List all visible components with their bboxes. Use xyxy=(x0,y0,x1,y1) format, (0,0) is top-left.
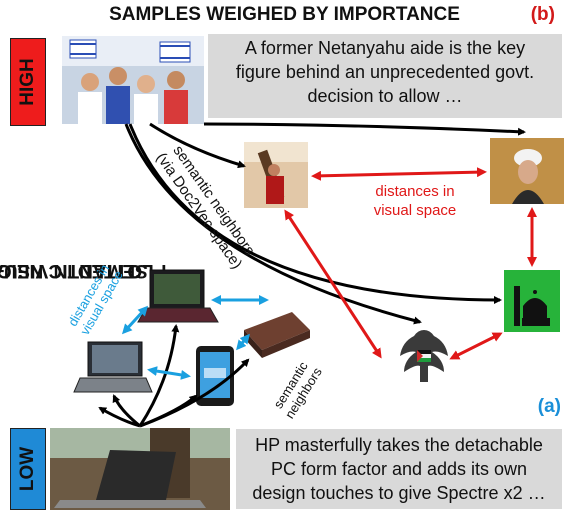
panel-label-a: (a) xyxy=(537,396,561,417)
red-arrow-emblem-mosque xyxy=(449,332,503,360)
mosque-silhouette-image xyxy=(504,270,560,332)
arrow-high-to-procession xyxy=(149,122,246,169)
red-arrow-procession-emblem xyxy=(284,209,382,359)
label-line: visual space xyxy=(373,202,457,219)
figure-title: SAMPLES WEIGHED BY IMPORTANCE xyxy=(109,4,460,25)
red-arrow-procession-cleric xyxy=(311,167,487,181)
blue-arrow-phone-router xyxy=(236,333,250,351)
arrow-low-to-laptop-open xyxy=(112,394,141,428)
low-caption-line: HP masterfully takes the detachable xyxy=(255,435,543,455)
laptop-dark-image xyxy=(137,269,219,323)
high-caption: A former Netanyahu aide is the key figur… xyxy=(208,34,562,118)
israel-flags-crowd-image xyxy=(62,36,204,124)
blue-arrow-laptops xyxy=(121,305,149,335)
blue-arrow-laptop-phone xyxy=(147,366,191,380)
importance-high-bar: HIGH xyxy=(10,38,46,126)
panel-label-b: (b) xyxy=(530,4,555,25)
visual-distance-arrows-red xyxy=(284,167,537,360)
label-line: distances in xyxy=(375,183,455,200)
low-caption: HP masterfully takes the detachable PC f… xyxy=(236,429,562,509)
smartphone-image xyxy=(196,346,234,406)
router-box-image xyxy=(244,312,310,358)
semantic-arrows-low xyxy=(98,324,250,428)
high-caption-line: decision to allow … xyxy=(307,86,463,106)
arrow-low-to-router xyxy=(139,358,250,428)
high-caption-line: A former Netanyahu aide is the key xyxy=(244,38,526,58)
arrow-high-to-cleric xyxy=(203,122,526,136)
distances-visual-space-red-label: distances in visual space xyxy=(350,182,480,220)
visual-distance-arrows-blue xyxy=(121,295,269,380)
low-caption-line: design touches to give Spectre x2 … xyxy=(252,483,546,503)
palestine-emblem-image xyxy=(400,330,448,382)
arrow-high-to-mosque xyxy=(128,123,502,304)
laptop-open-image xyxy=(73,341,153,393)
crucifixion-procession-image xyxy=(244,142,308,208)
high-caption-line: figure behind an unprecedented govt. xyxy=(235,62,535,82)
arrow-low-to-laptop-extra xyxy=(98,406,141,428)
low-caption-line: PC form factor and adds its own xyxy=(270,459,528,479)
detachable-laptop-image xyxy=(50,428,230,510)
importance-low-bar: LOW xyxy=(10,428,46,510)
cleric-portrait-image xyxy=(490,138,564,204)
